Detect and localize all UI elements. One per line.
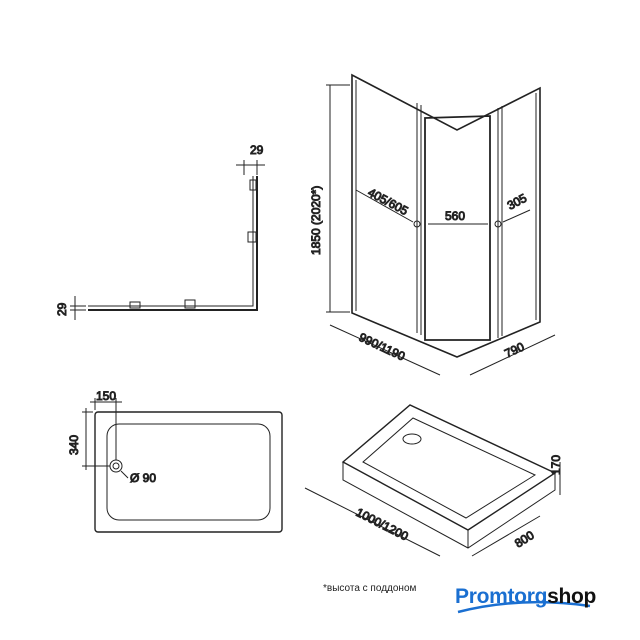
tray-iso-view <box>304 404 561 557</box>
dim-plan-side: 29 <box>55 302 69 316</box>
tray-top-view <box>82 398 283 533</box>
plan-view <box>70 160 265 320</box>
dim-depth: 790 <box>502 339 526 360</box>
dim-plan-profile: 29 <box>250 143 264 157</box>
dim-drain-diameter: Ø 90 <box>130 471 156 485</box>
dim-left-panel: 405/605 <box>366 185 411 218</box>
footnote: *высота с поддоном <box>323 583 417 594</box>
dim-tray-width: 800 <box>512 528 537 551</box>
logo-swoosh <box>457 600 591 614</box>
dim-drain-y: 340 <box>67 435 81 455</box>
promtorgshop-logo: Promtorgshop <box>455 585 596 609</box>
logo-part1: Promtorg <box>455 585 548 608</box>
enclosure-view <box>326 73 556 376</box>
dim-drain-x: 150 <box>96 389 116 403</box>
dim-door: 560 <box>445 209 465 223</box>
dim-right-panel: 305 <box>505 191 530 213</box>
dim-tray-length: 1000/1200 <box>354 505 411 543</box>
dim-width: 990/1190 <box>357 330 408 364</box>
logo-part2: shop <box>547 585 597 608</box>
dim-tray-height: 170 <box>549 455 563 475</box>
dim-height: 1850 (2020*) <box>309 186 323 255</box>
